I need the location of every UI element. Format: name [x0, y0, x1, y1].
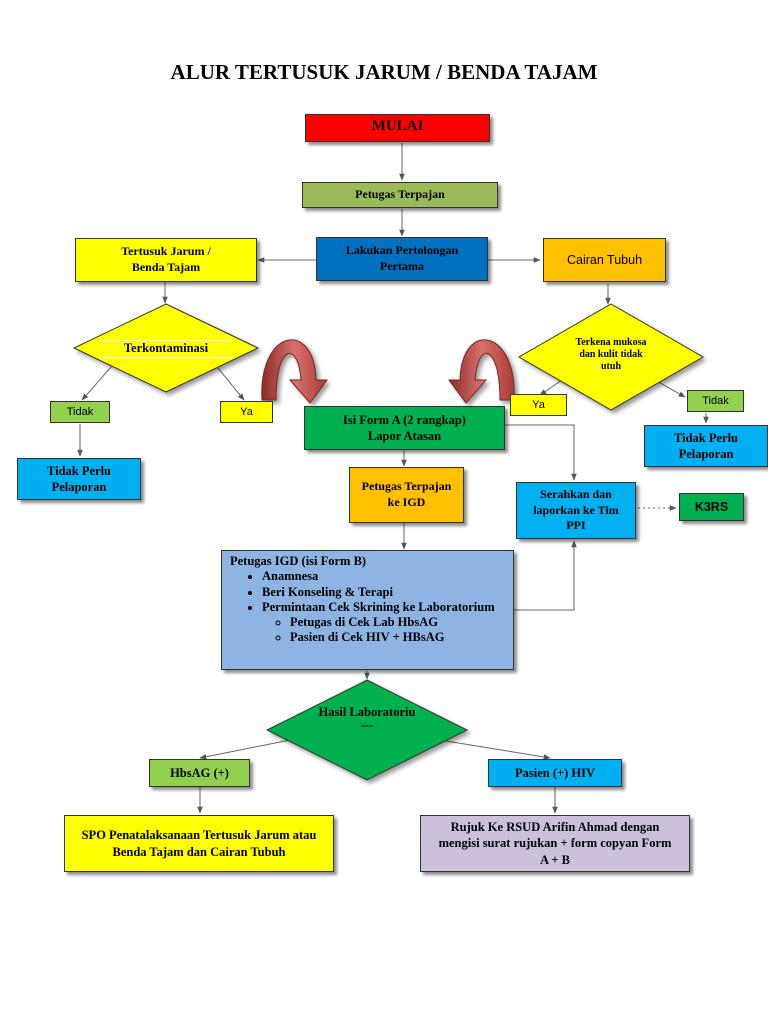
petugas-terpajan-box: Petugas Terpajan — [302, 182, 498, 208]
tidak-perlu-right-label: Tidak Perlu Pelaporan — [673, 430, 739, 461]
igd-item-skrining: Permintaan Cek Skrining ke Laboratorium … — [262, 600, 505, 646]
ya-left-label: Ya — [240, 405, 253, 418]
igd-sub-list: Petugas di Cek Lab HbsAG Pasien di Cek H… — [262, 615, 505, 646]
arrow-forma-to-serahkan — [505, 424, 577, 481]
k3rs-box: K3RS — [679, 493, 744, 521]
tidak-left-box: Tidak — [50, 401, 110, 423]
diamond-terkena-mukosa — [517, 303, 705, 411]
petugas-igd-title: Petugas IGD (isi Form B) — [230, 554, 367, 568]
igd-item-anamnesa: Anamnesa — [262, 569, 505, 584]
hasil-lab-tail: --- — [360, 720, 374, 729]
tidak-perlu-right-box: Tidak Perlu Pelaporan — [644, 425, 768, 467]
igd-item-skrining-label: Permintaan Cek Skrining ke Laboratorium — [262, 599, 495, 614]
spo-label: SPO Penatalaksanaan Tertusuk Jarum atau … — [81, 828, 317, 859]
rujuk-label: Rujuk Ke RSUD Arifin Ahmad dengan mengis… — [438, 820, 672, 867]
tidak-perlu-left-label: Tidak Perlu Pelaporan — [46, 463, 112, 494]
igd-subitem-pasien: Pasien di Cek HIV + HBsAG — [290, 630, 505, 645]
terkena-mukosa-label: Terkena mukosa dan kulit tidak utuh — [575, 337, 647, 372]
tidak-right-box: Tidak — [687, 390, 744, 412]
page-title: ALUR TERTUSUK JARUM / BENDA TAJAM — [170, 60, 598, 84]
ya-right-box: Ya — [510, 394, 567, 416]
hbsag-box: HbsAG (+) — [149, 759, 250, 787]
hbsag-label: HbsAG (+) — [170, 765, 229, 780]
tertusuk-jarum-label: Tertusuk Jarum / Benda Tajam — [121, 244, 211, 274]
mulai-label: MULAI — [371, 118, 424, 134]
pasien-hiv-label: Pasien (+) HIV — [514, 765, 596, 780]
petugas-ke-igd-box: Petugas Terpajan ke IGD — [349, 467, 464, 523]
serahkan-label: Serahkan dan laporkan ke Tim PPI — [533, 487, 619, 533]
diamond-terkontaminasi — [72, 303, 260, 393]
pasien-hiv-box: Pasien (+) HIV — [488, 759, 622, 787]
petugas-terpajan-label: Petugas Terpajan — [355, 187, 445, 202]
diamond-hasil-lab — [265, 679, 469, 781]
hasil-lab-text: Hasil Laboratoriu — [318, 705, 416, 719]
arrow-terkena-to-ya — [539, 379, 563, 396]
curved-arrow-left — [261, 339, 328, 404]
spo-box: SPO Penatalaksanaan Tertusuk Jarum atau … — [64, 815, 334, 872]
k3rs-label: K3RS — [694, 499, 729, 514]
ya-right-label: Ya — [532, 398, 545, 411]
petugas-igd-box: Petugas IGD (isi Form B) Anamnesa Beri K… — [221, 550, 514, 670]
tidak-left-label: Tidak — [66, 405, 94, 418]
arrow-hasil-to-hiv — [439, 739, 551, 760]
isi-form-a-box: Isi Form A (2 rangkap) Lapor Atasan — [304, 406, 505, 450]
arrow-igd-to-serahkan — [514, 540, 577, 611]
petugas-ke-igd-label: Petugas Terpajan ke IGD — [361, 479, 452, 509]
pertolongan-pertama-box: Lakukan Pertolongan Pertama — [316, 237, 488, 281]
tidak-right-label: Tidak — [702, 394, 729, 407]
tertusuk-jarum-box: Tertusuk Jarum / Benda Tajam — [75, 238, 257, 282]
cairan-tubuh-box: Cairan Tubuh — [543, 238, 666, 282]
arrow-terkena-to-tidak — [654, 379, 686, 398]
igd-list: Anamnesa Beri Konseling & Terapi Permint… — [230, 569, 505, 645]
igd-subitem-petugas: Petugas di Cek Lab HbsAG — [290, 615, 505, 630]
ya-left-box: Ya — [220, 401, 273, 423]
rujuk-box: Rujuk Ke RSUD Arifin Ahmad dengan mengis… — [420, 815, 690, 872]
tidak-perlu-left-box: Tidak Perlu Pelaporan — [17, 458, 141, 500]
arrow-terkontaminasi-to-ya — [217, 367, 245, 401]
terkontaminasi-label: Terkontaminasi — [100, 340, 232, 358]
isi-form-a-label: Isi Form A (2 rangkap) Lapor Atasan — [343, 412, 466, 443]
cairan-tubuh-label: Cairan Tubuh — [566, 252, 643, 267]
mulai-box: MULAI — [305, 114, 490, 142]
arrow-terkontaminasi-to-tidak — [81, 365, 113, 401]
curved-arrow-right — [448, 339, 515, 404]
hasil-lab-label: Hasil Laboratoriu --- — [312, 705, 422, 729]
serahkan-box: Serahkan dan laporkan ke Tim PPI — [516, 482, 636, 539]
pertolongan-pertama-label: Lakukan Pertolongan Pertama — [345, 243, 459, 273]
igd-item-konseling: Beri Konseling & Terapi — [262, 585, 505, 600]
arrow-hasil-to-hbsag — [199, 739, 291, 760]
